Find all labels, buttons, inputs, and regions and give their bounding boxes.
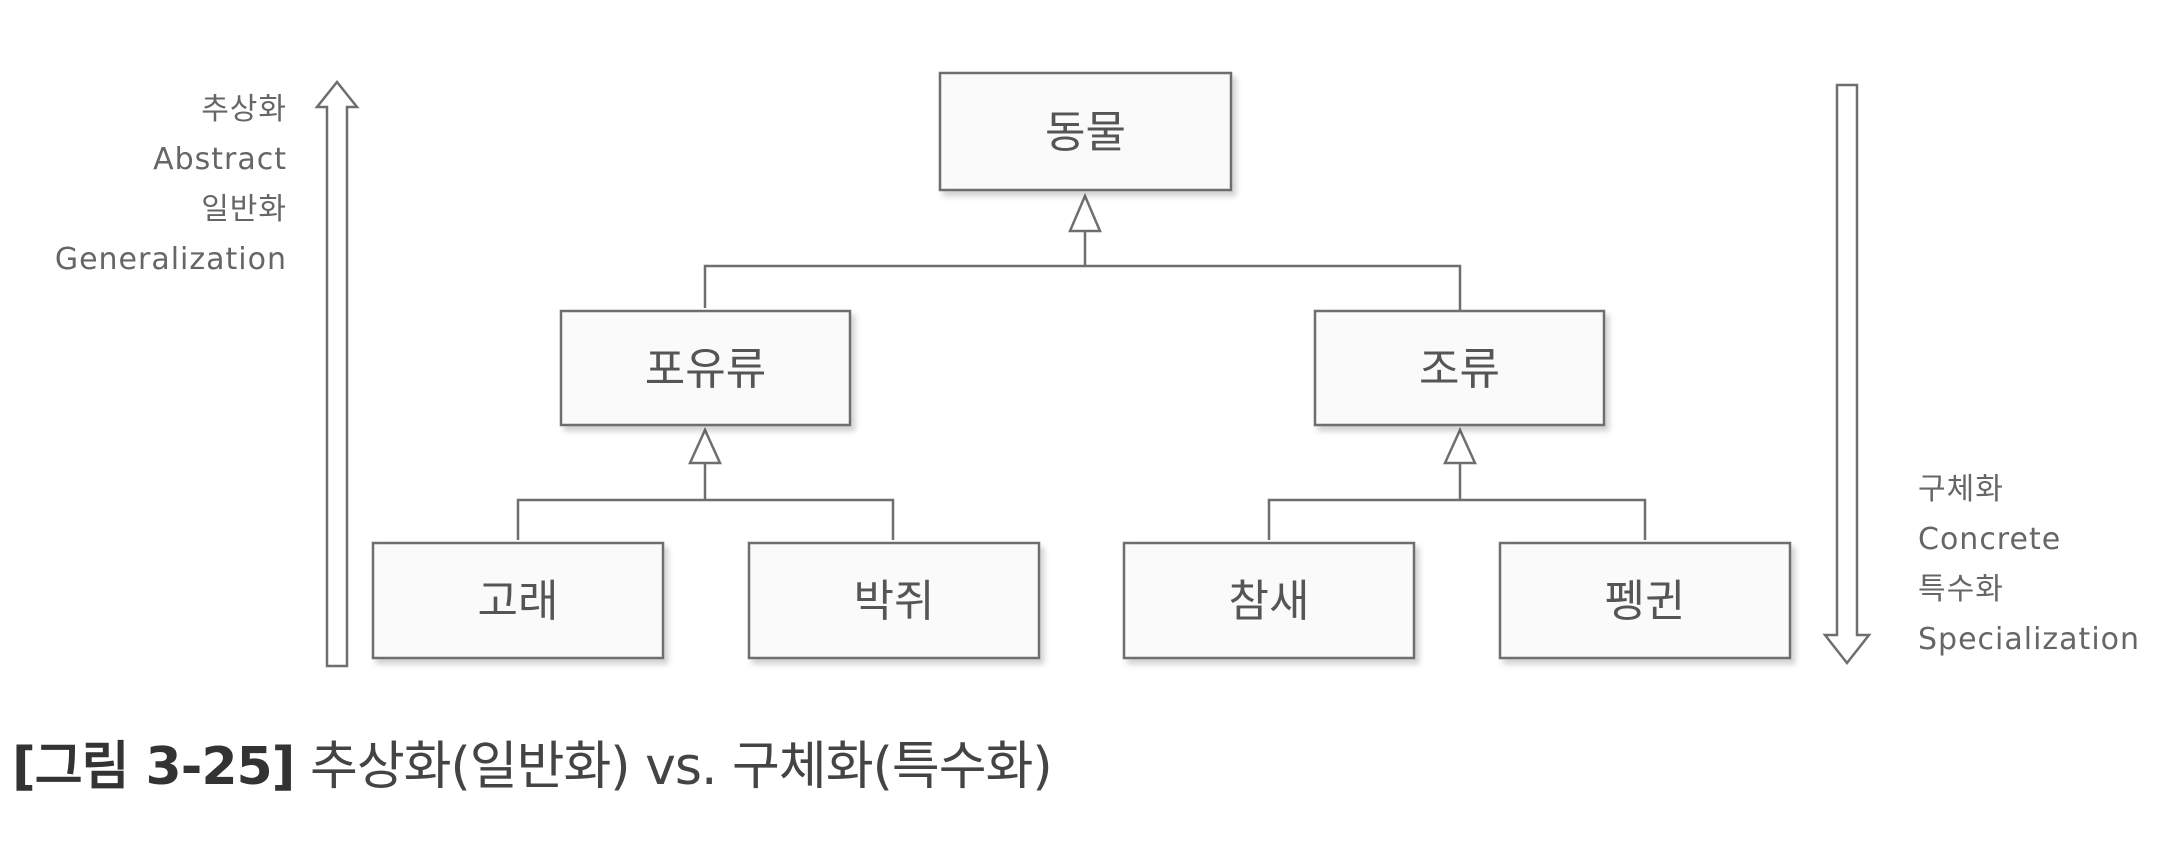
node-penguin: 펭귄 xyxy=(1498,541,1792,660)
abstraction-label: 추상화 Abstract 일반화 Generalization xyxy=(55,85,287,285)
node-animal: 동물 xyxy=(938,71,1233,192)
node-whale: 고래 xyxy=(371,541,665,660)
abstraction-arrow-icon xyxy=(314,79,360,668)
node-penguin-label: 펭귄 xyxy=(1605,576,1686,627)
connector-bird xyxy=(1267,463,1647,540)
abstraction-label-ko: 추상화 xyxy=(201,92,287,127)
node-bird-label: 조류 xyxy=(1419,344,1500,395)
node-sparrow-label: 참새 xyxy=(1229,576,1310,627)
generalization-label-ko: 일반화 xyxy=(201,192,287,227)
inheritance-arrowhead-icon xyxy=(688,426,722,465)
figure-number: [그림 3-25] xyxy=(12,737,295,797)
node-animal-label: 동물 xyxy=(1045,107,1126,158)
node-bat: 박쥐 xyxy=(747,541,1041,660)
connector-mammal xyxy=(516,463,895,540)
connector-root xyxy=(703,231,1462,311)
concretization-label-en: Concrete xyxy=(1918,522,2062,557)
concretization-arrow-icon xyxy=(1822,83,1872,666)
node-bird: 조류 xyxy=(1313,309,1606,427)
figure-title: 추상화(일반화) vs. 구체화(특수화) xyxy=(309,737,1053,797)
inheritance-arrowhead-icon xyxy=(1443,426,1477,465)
inheritance-arrowhead-icon xyxy=(1068,192,1102,233)
concretization-label: 구체화 Concrete 특수화 Specialization xyxy=(1918,465,2140,665)
node-bat-label: 박쥐 xyxy=(854,576,935,627)
specialization-label-en: Specialization xyxy=(1918,622,2141,657)
node-mammal: 포유류 xyxy=(559,309,852,427)
specialization-label-ko: 특수화 xyxy=(1918,572,2004,607)
generalization-label-en: Generalization xyxy=(54,242,287,277)
concretization-label-ko: 구체화 xyxy=(1918,472,2004,507)
abstraction-label-en: Abstract xyxy=(153,142,287,177)
node-mammal-label: 포유류 xyxy=(645,344,766,395)
figure-caption: [그림 3-25] 추상화(일반화) vs. 구체화(특수화) xyxy=(12,724,1053,799)
node-whale-label: 고래 xyxy=(478,576,559,627)
node-sparrow: 참새 xyxy=(1122,541,1416,660)
